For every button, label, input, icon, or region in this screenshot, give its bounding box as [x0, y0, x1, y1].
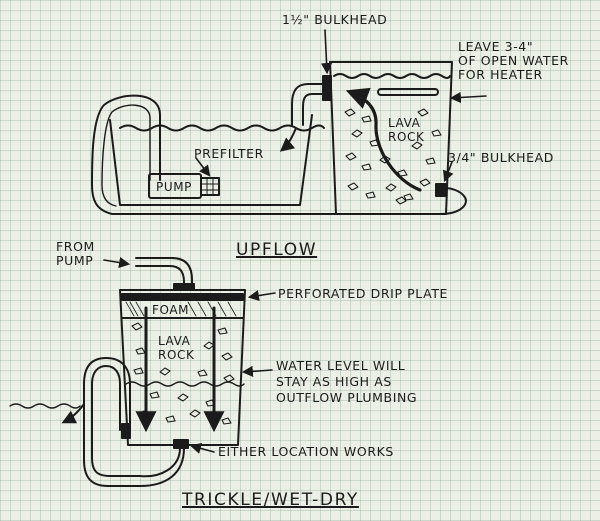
- inlet-pipe: [135, 257, 193, 287]
- bulkhead-small: [435, 183, 447, 197]
- label-from-pump: FROM PUMP: [56, 240, 95, 268]
- side-outlet: [121, 423, 131, 439]
- title-upflow: UPFLOW: [236, 240, 318, 260]
- outflow-arrow: [279, 127, 297, 152]
- prefilter-screen: [200, 177, 220, 196]
- aquarium-tank: [109, 114, 313, 206]
- label-leave-open-water-line1: LEAVE 3-4": [458, 39, 534, 54]
- label-leave-open-water-line2: OF OPEN WATER: [458, 53, 569, 68]
- prefilter-pointer: [195, 157, 211, 177]
- label-drip-plate: PERFORATED DRIP PLATE: [278, 286, 449, 301]
- label-either-location: EITHER LOCATION WORKS: [218, 444, 394, 459]
- trickle-container: [119, 289, 246, 446]
- upflow-flow-arrow: [345, 87, 422, 192]
- intake-hose: [91, 94, 467, 215]
- upflow-container: [329, 61, 453, 215]
- foam-hatch: [125, 301, 237, 317]
- either-location-pointer: [189, 442, 215, 454]
- label-bulkhead-1-5: 1½" BULKHEAD: [282, 12, 388, 27]
- from-pump-pointer: [103, 257, 131, 269]
- tank-water-line: [9, 403, 81, 409]
- label-leave-open-water: LEAVE 3-4" OF OPEN WATER FOR HEATER: [458, 40, 569, 82]
- upflow-water-line: [333, 73, 451, 79]
- label-water-level: WATER LEVEL WILL STAY AS HIGH AS OUTFLOW…: [276, 358, 417, 406]
- label-bulkhead-3-4: 3/4" BULKHEAD: [448, 150, 554, 165]
- label-trickle-lava-rock: LAVA ROCK: [158, 334, 194, 362]
- outflow-hose: [83, 357, 185, 487]
- label-water-level-line2: STAY AS HIGH AS: [276, 374, 392, 389]
- title-trickle-wet-dry: TRICKLE/WET-DRY: [182, 490, 359, 510]
- heater-pointer: [449, 91, 487, 104]
- label-water-level-line1: WATER LEVEL WILL: [276, 358, 406, 373]
- heater: [377, 88, 439, 96]
- label-upflow-lava: LAVA: [388, 116, 421, 130]
- water-level-pointer: [241, 365, 273, 377]
- return-arrow: [61, 403, 85, 424]
- label-trickle-rock: ROCK: [158, 348, 195, 362]
- bulkhead-small-pointer: [443, 161, 454, 183]
- bottom-outlet: [173, 439, 189, 449]
- upflow-lava-rock: [344, 108, 442, 205]
- trickle-water-line: [125, 381, 245, 387]
- return-elbow: [291, 83, 327, 126]
- drip-plate: [121, 293, 244, 301]
- aquarium-water-line: [119, 124, 325, 132]
- label-prefilter: PREFILTER: [194, 146, 264, 161]
- drip-plate-pointer: [247, 290, 276, 302]
- label-leave-open-water-line3: FOR HEATER: [458, 67, 543, 82]
- label-from: FROM: [56, 239, 95, 254]
- bulkhead-large-pointer: [320, 29, 333, 75]
- intake-hose-inner: [101, 104, 151, 207]
- label-foam: FOAM: [152, 303, 190, 317]
- label-upflow-rock: ROCK: [388, 130, 425, 144]
- label-upflow-lava-rock: LAVA ROCK: [388, 116, 424, 144]
- label-pump: PUMP: [156, 180, 193, 194]
- label-water-level-line3: OUTFLOW PLUMBING: [276, 390, 418, 405]
- label-trickle-lava: LAVA: [158, 334, 191, 348]
- label-pump-source: PUMP: [56, 253, 94, 268]
- prefilter-grid: [200, 177, 220, 196]
